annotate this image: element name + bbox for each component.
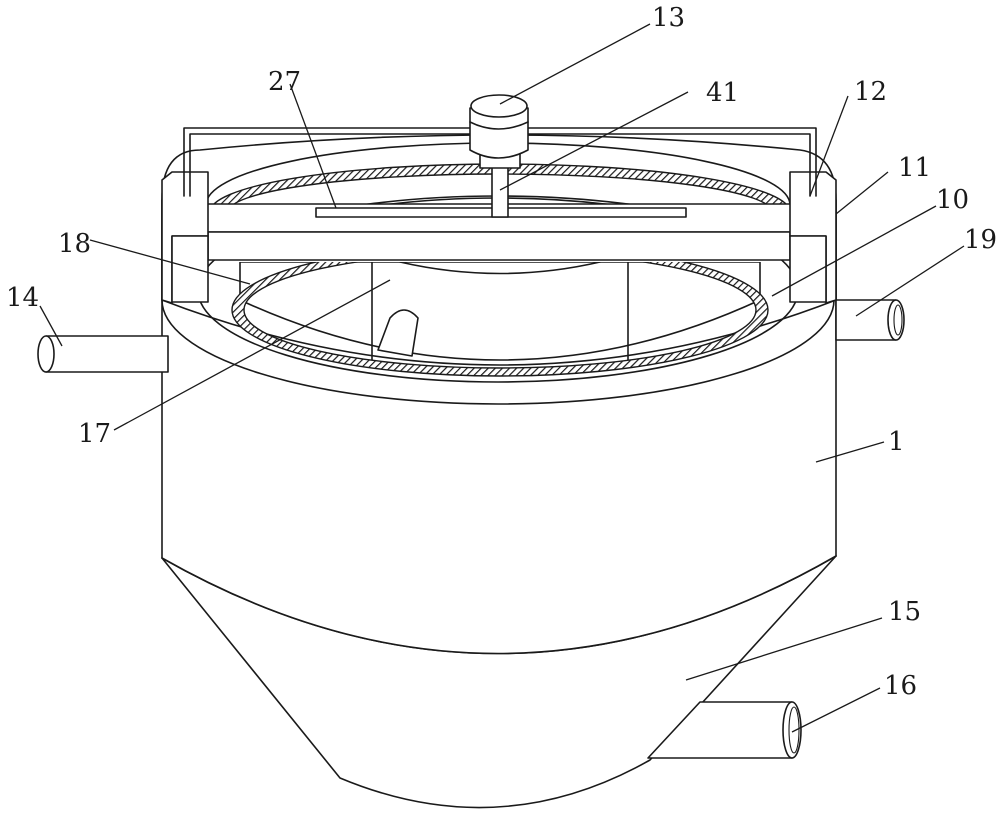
- label-16: 16: [884, 671, 917, 701]
- label-41: 41: [706, 78, 739, 108]
- leader-lines: [39, 23, 965, 733]
- label-14: 14: [6, 283, 39, 313]
- label-13: 13: [652, 3, 685, 33]
- label-1: 1: [888, 427, 905, 457]
- motor-and-shaft: [469, 94, 529, 218]
- label-12: 12: [854, 77, 887, 107]
- label-17: 17: [78, 419, 111, 449]
- inner-chamber: [239, 261, 761, 361]
- label-18: 18: [58, 229, 91, 259]
- support-block-right: [789, 171, 837, 304]
- label-11: 11: [898, 153, 931, 183]
- support-block-left: [161, 171, 209, 304]
- label-27: 27: [268, 67, 301, 97]
- outlet-pipe: [647, 701, 802, 759]
- label-19: 19: [964, 225, 997, 255]
- pipe-right: [835, 299, 905, 341]
- label-10: 10: [936, 185, 969, 215]
- label-15: 15: [888, 597, 921, 627]
- inlet-pipe-left: [37, 335, 169, 373]
